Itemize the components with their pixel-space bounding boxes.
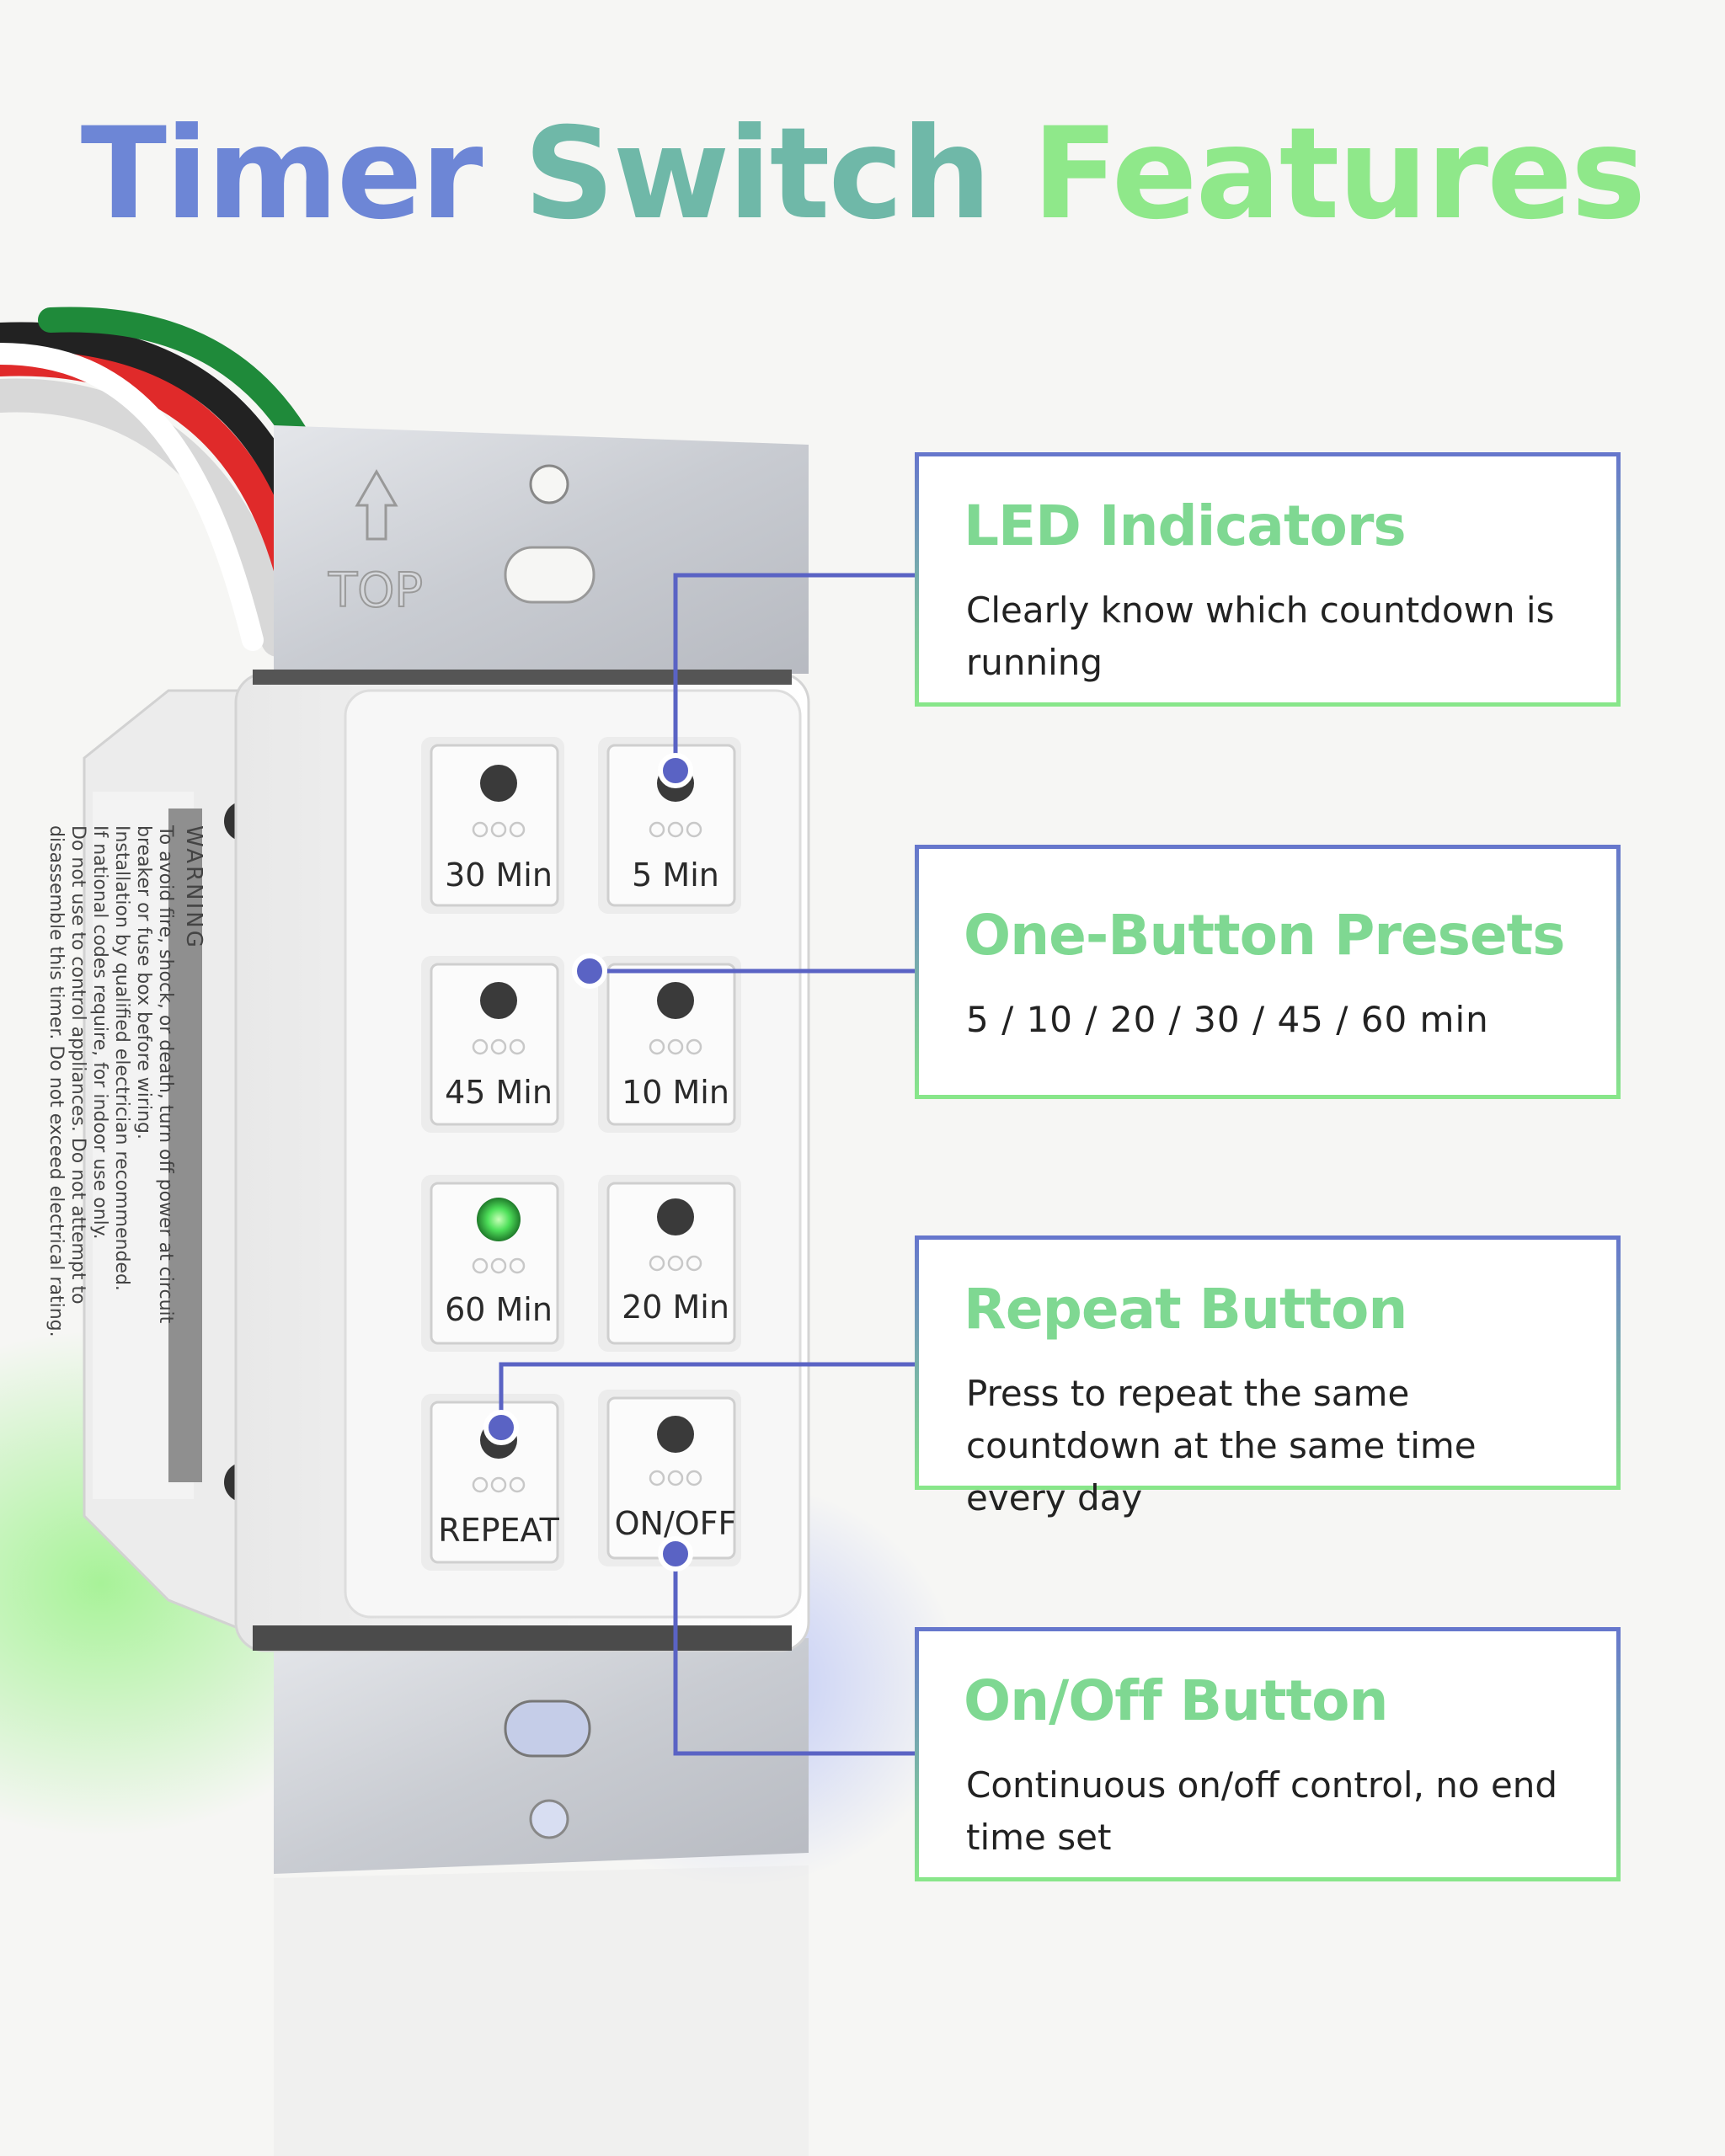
warning-line: breaker or fuse box before wiring. <box>133 825 154 1139</box>
warning-line: Do not use to control appliances. Do not… <box>67 825 88 1305</box>
feature-description: Clearly know which countdown is running <box>966 590 1555 683</box>
feature-card-one-button-presets: One-Button Presets 5 / 10 / 20 / 30 / 45… <box>915 845 1621 1099</box>
led-indicator-lit <box>477 1198 521 1241</box>
led-indicator <box>657 982 694 1019</box>
warning-line: disassemble this timer. Do not exceed el… <box>45 825 67 1337</box>
warning-heading: WARNING <box>181 825 206 950</box>
title-word-features: Features <box>1032 101 1646 248</box>
warning-line: Installation by qualified electrician re… <box>111 825 132 1291</box>
warning-label: WARNING To avoid fire, shock, or death, … <box>45 825 206 1337</box>
button-label: 5 Min <box>632 857 719 894</box>
top-label: TOP <box>328 563 423 618</box>
button-label: 45 Min <box>445 1074 553 1111</box>
callout-dots <box>483 753 693 1572</box>
button-label: 10 Min <box>622 1074 729 1111</box>
feature-description: Press to repeat the same countdown at th… <box>966 1373 1477 1518</box>
button-label: REPEAT <box>438 1512 559 1549</box>
feature-title: LED Indicators <box>964 494 1407 558</box>
feature-title: One-Button Presets <box>964 903 1566 968</box>
button-label: 60 Min <box>445 1291 553 1328</box>
warning-line: If national codes require, for indoor us… <box>89 825 110 1240</box>
button-label: 30 Min <box>445 857 553 894</box>
feature-title: Repeat Button <box>964 1277 1407 1342</box>
led-indicator <box>657 1416 694 1453</box>
top-mounting-strap: TOP <box>274 425 809 674</box>
button-label: ON/OFF <box>615 1505 737 1542</box>
bottom-mounting-strap <box>274 1638 809 2156</box>
feature-title: On/Off Button <box>964 1668 1388 1733</box>
preset-buttons: 30 Min 5 Min 45 Min 10 Min 60 Min <box>421 737 741 1571</box>
led-indicator <box>480 982 517 1019</box>
button-label: 20 Min <box>622 1289 729 1326</box>
feature-description: 5 / 10 / 20 / 30 / 45 / 60 min <box>966 999 1489 1040</box>
dot-markers <box>472 821 702 1493</box>
page-title: Timer Switch Features <box>0 101 1725 248</box>
led-indicator <box>480 765 517 802</box>
feature-card-repeat-button: Repeat Button Press to repeat the same c… <box>915 1235 1621 1518</box>
feature-description: Continuous on/off control, no end time s… <box>966 1764 1558 1858</box>
title-word-timer: Timer <box>80 101 483 248</box>
feature-card-on-off-button: On/Off Button Continuous on/off control,… <box>915 1627 1621 1881</box>
feature-card-led-indicators: LED Indicators Clearly know which countd… <box>915 452 1621 707</box>
title-word-switch: Switch <box>523 101 991 248</box>
warning-line: To avoid fire, shock, or death, turn off… <box>155 825 176 1324</box>
led-indicator <box>657 1198 694 1235</box>
callout-connectors <box>499 573 915 1756</box>
